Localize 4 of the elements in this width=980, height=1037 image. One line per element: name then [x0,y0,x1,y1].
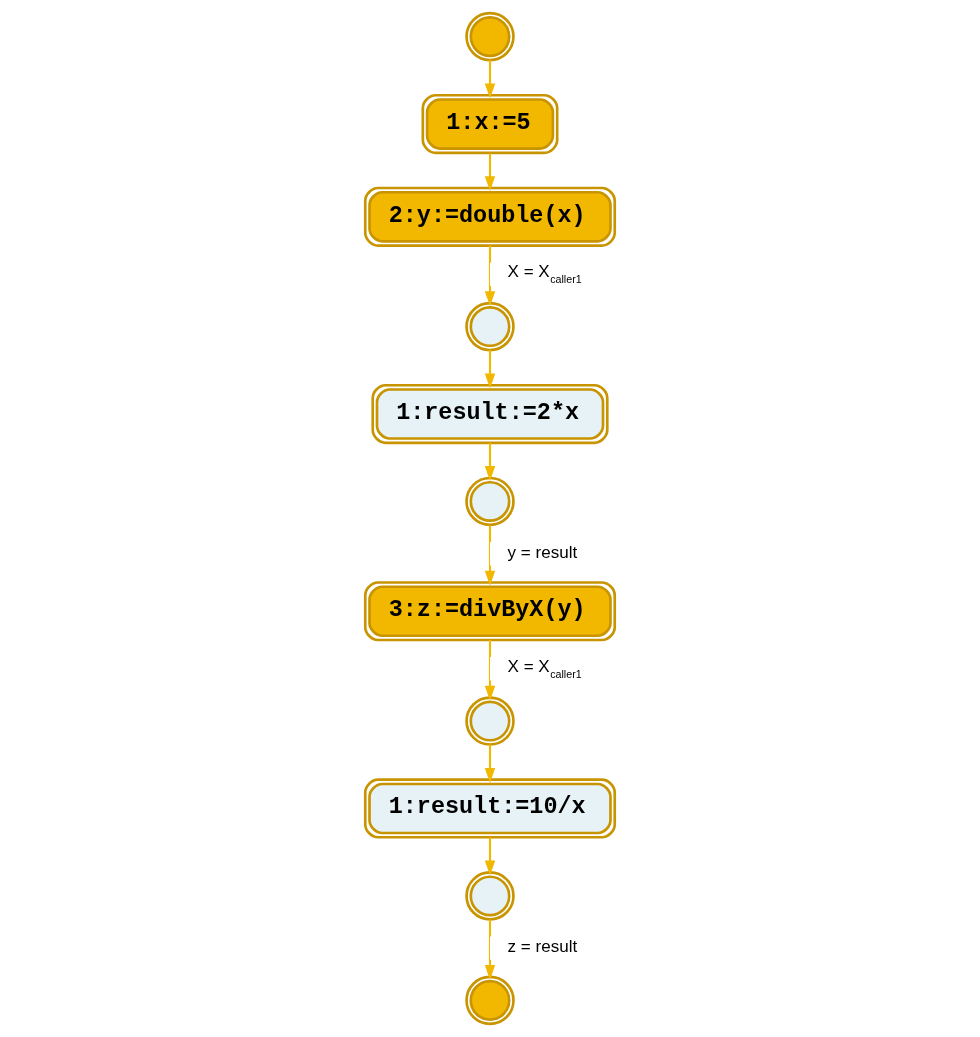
edge-label: z = result [507,937,578,957]
edge-label: X = X$_{caller1}$ [507,262,582,286]
edge-label: y = result [507,542,578,562]
edge-label: X = X$_{caller1}$ [507,656,582,680]
